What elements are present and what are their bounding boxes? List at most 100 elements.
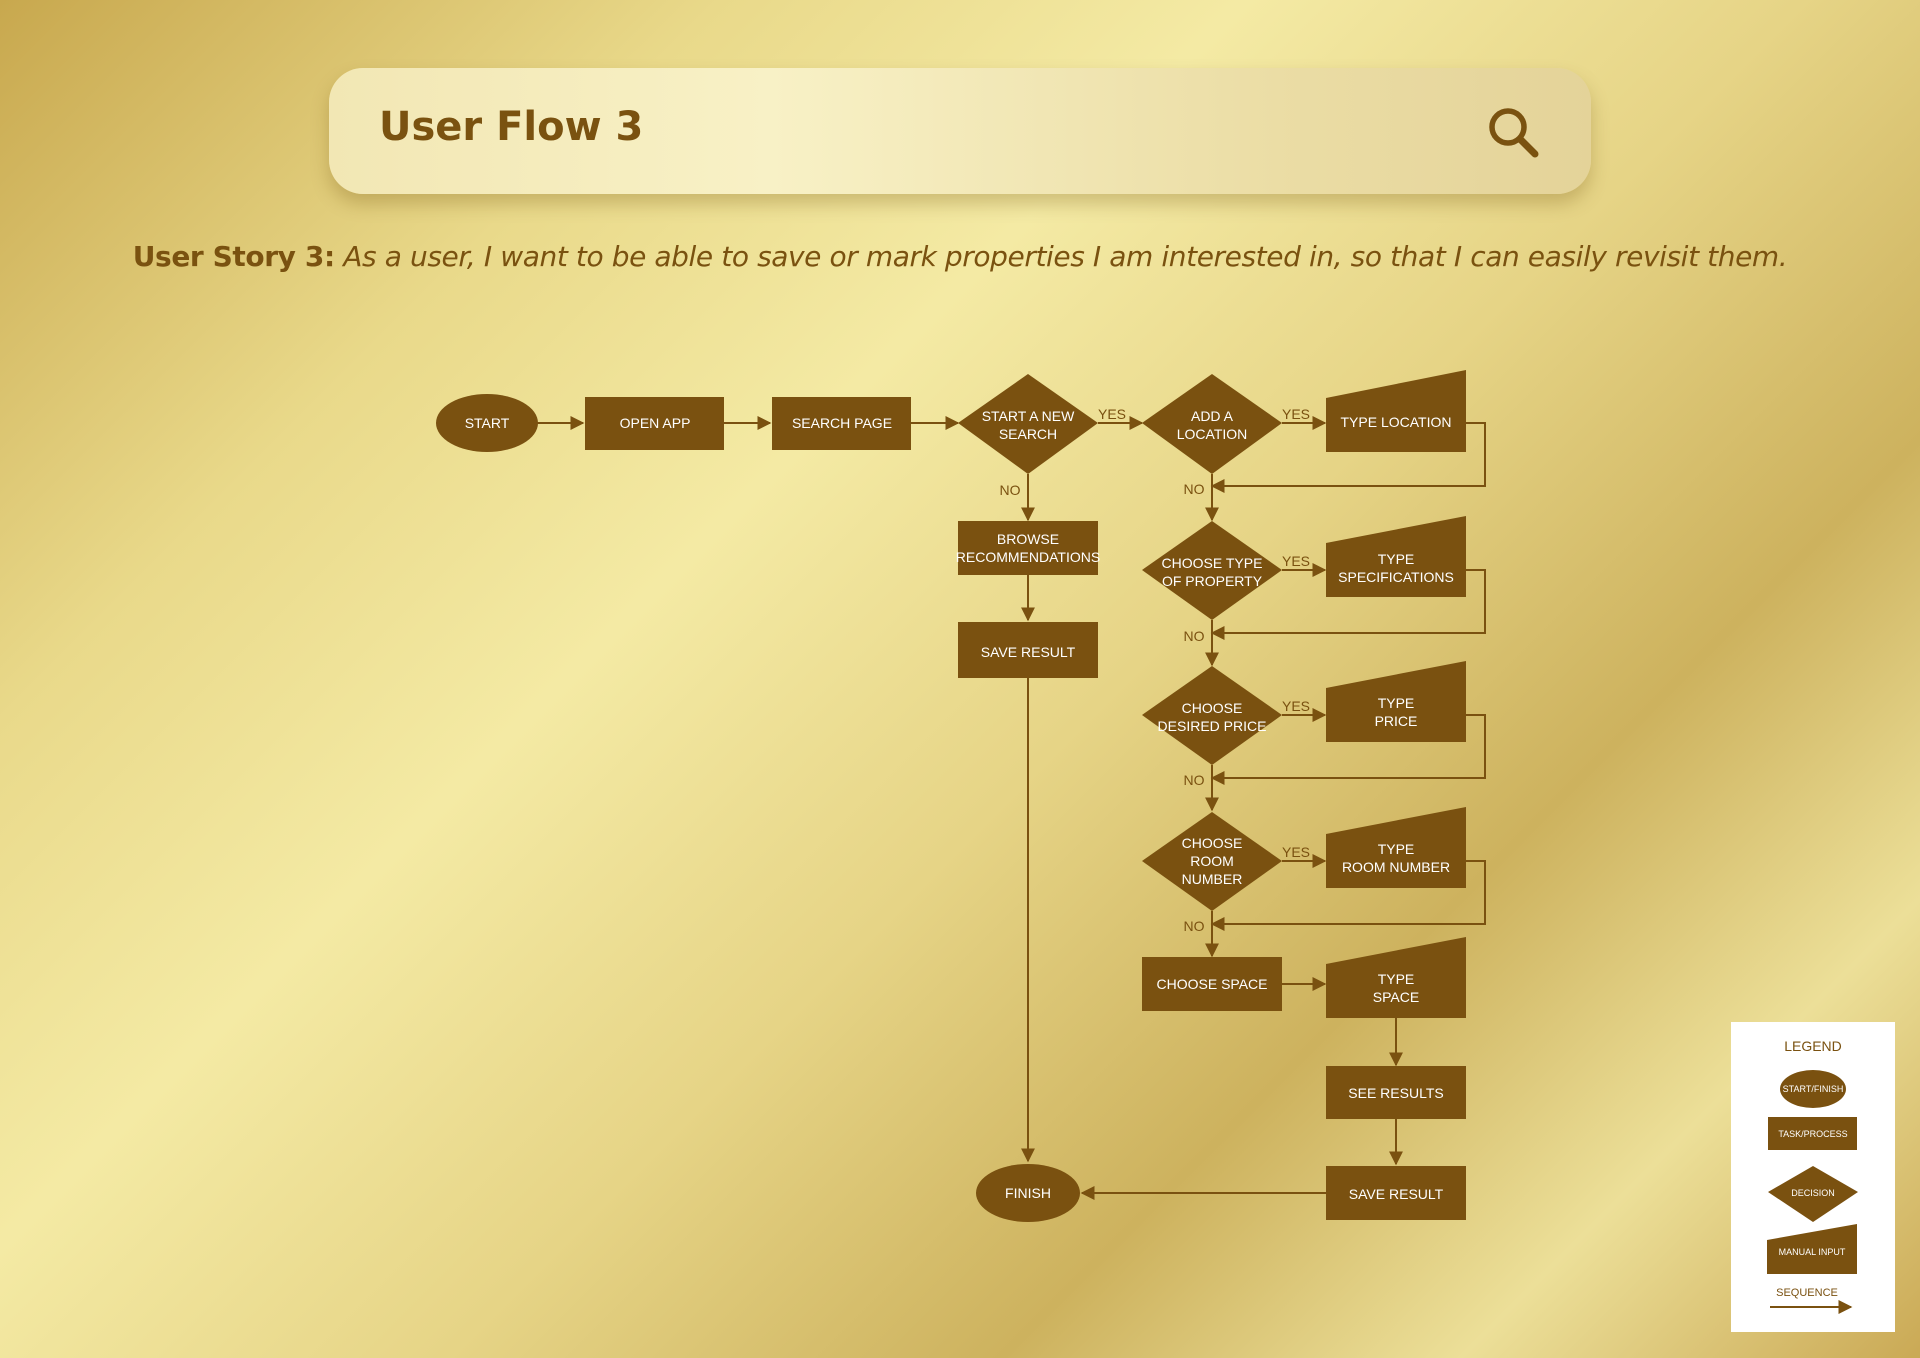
- node-label-line: SEARCH: [999, 426, 1057, 442]
- node-label-line: RECOMMENDATIONS: [956, 549, 1100, 565]
- label-no: NO: [1184, 772, 1205, 788]
- node-label-line: ADD A: [1191, 408, 1234, 424]
- label-no: NO: [1000, 482, 1021, 498]
- label-yes: YES: [1282, 553, 1310, 569]
- node-label-line: CHOOSE: [1182, 700, 1243, 716]
- node-finish: FINISH: [976, 1164, 1080, 1222]
- edge-type-price-return: [1210, 714, 1486, 785]
- label-yes: YES: [1282, 844, 1310, 860]
- label-no: NO: [1184, 481, 1205, 497]
- node-label-line: START: [465, 415, 510, 431]
- legend-task-process-label: TASK/PROCESS: [1778, 1129, 1847, 1139]
- search-bar[interactable]: User Flow 3: [329, 68, 1591, 194]
- legend-start-finish: START/FINISH: [1780, 1070, 1846, 1108]
- page-title: User Flow 3: [379, 104, 644, 150]
- node-label-line: SAVE RESULT: [1349, 1186, 1444, 1202]
- node-save-result-left-label: SAVE RESULT: [981, 644, 1076, 660]
- node-search-page: SEARCH PAGE: [772, 397, 911, 450]
- node-type-specifications-input: TYPE SPECIFICATIONS: [1326, 516, 1466, 597]
- node-label-line: OPEN APP: [620, 415, 691, 431]
- node-label-line: PRICE: [1375, 713, 1418, 729]
- edge-type-location-return: [1210, 422, 1486, 493]
- node-choose-room-decision: CHOOSE ROOM NUMBER: [1142, 812, 1282, 911]
- node-add-location-decision: ADD A LOCATION: [1142, 374, 1282, 474]
- node-label-line: NUMBER: [1182, 871, 1243, 887]
- node-label-line: TYPE: [1378, 841, 1415, 857]
- node-search-page-label: SEARCH PAGE: [792, 415, 892, 431]
- user-story-text: As a user, I want to be able to save or …: [343, 240, 1788, 273]
- label-yes: YES: [1282, 698, 1310, 714]
- node-label-line: SEARCH PAGE: [792, 415, 892, 431]
- label-yes: YES: [1282, 406, 1310, 422]
- node-choose-type-decision: CHOOSE TYPE OF PROPERTY: [1142, 521, 1282, 620]
- node-see-results: SEE RESULTS: [1326, 1066, 1466, 1119]
- label-no: NO: [1184, 918, 1205, 934]
- node-label-line: CHOOSE: [1182, 835, 1243, 851]
- node-label-line: SEE RESULTS: [1348, 1085, 1443, 1101]
- legend-manual-input-label: MANUAL INPUT: [1779, 1247, 1846, 1257]
- edge-labels: YES YES YES YES YES NO NO NO NO NO: [1000, 406, 1311, 934]
- legend: LEGEND START/FINISH TASK/PROCESS DECISIO…: [1731, 1022, 1895, 1332]
- node-label-line: TYPE: [1378, 551, 1415, 567]
- node-label-line: SPACE: [1373, 989, 1419, 1005]
- legend-decision-label: DECISION: [1791, 1188, 1835, 1198]
- user-story-label: User Story 3:: [132, 240, 335, 273]
- node-label-line: OF PROPERTY: [1162, 573, 1263, 589]
- legend-decision: DECISION: [1768, 1166, 1858, 1222]
- node-choose-space-label: CHOOSE SPACE: [1157, 976, 1268, 992]
- node-label-line: ROOM: [1190, 853, 1234, 869]
- node-type-price-input: TYPE PRICE: [1326, 661, 1466, 742]
- node-label-line: DESIRED PRICE: [1158, 718, 1267, 734]
- legend-start-finish-label: START/FINISH: [1783, 1084, 1844, 1094]
- node-choose-type-label: CHOOSE TYPE OF PROPERTY: [1162, 555, 1263, 589]
- node-type-specs-label: TYPE SPECIFICATIONS: [1338, 551, 1454, 585]
- node-finish-label: FINISH: [1005, 1185, 1051, 1201]
- node-open-app-label: OPEN APP: [620, 415, 691, 431]
- node-type-location-label: TYPE LOCATION: [1341, 414, 1452, 430]
- node-choose-space: CHOOSE SPACE: [1142, 957, 1282, 1011]
- node-label-line: CHOOSE SPACE: [1157, 976, 1268, 992]
- legend-task-process: TASK/PROCESS: [1768, 1117, 1857, 1150]
- node-add-location-label: ADD A LOCATION: [1177, 408, 1248, 442]
- node-save-result-right: SAVE RESULT: [1326, 1166, 1466, 1220]
- user-story: User Story 3: As a user, I want to be ab…: [0, 240, 1920, 273]
- legend-manual-input: MANUAL INPUT: [1767, 1224, 1857, 1274]
- nodes: START OPEN APP SEARCH PAGE START A NEW SE…: [436, 370, 1466, 1222]
- node-label-line: SPECIFICATIONS: [1338, 569, 1454, 585]
- node-label-line: BROWSE: [997, 531, 1059, 547]
- node-label-line: FINISH: [1005, 1185, 1051, 1201]
- node-label-line: START A NEW: [982, 408, 1075, 424]
- node-type-space-label: TYPE SPACE: [1373, 971, 1419, 1005]
- label-no: NO: [1184, 628, 1205, 644]
- node-label-line: SAVE RESULT: [981, 644, 1076, 660]
- edge-type-specs-return: [1210, 569, 1486, 640]
- node-label-line: CHOOSE TYPE: [1162, 555, 1263, 571]
- node-label-line: LOCATION: [1177, 426, 1248, 442]
- legend-sequence: SEQUENCE: [1770, 1287, 1853, 1314]
- node-open-app: OPEN APP: [585, 397, 724, 450]
- node-save-result-left: SAVE RESULT: [958, 622, 1098, 678]
- node-type-location-input: TYPE LOCATION: [1326, 370, 1466, 452]
- node-type-space-input: TYPE SPACE: [1326, 937, 1466, 1018]
- node-new-search-decision: START A NEW SEARCH: [958, 374, 1098, 474]
- legend-sequence-label: SEQUENCE: [1776, 1287, 1838, 1299]
- node-label-line: TYPE LOCATION: [1341, 414, 1452, 430]
- node-choose-price-label: CHOOSE DESIRED PRICE: [1158, 700, 1267, 734]
- legend-title: LEGEND: [1784, 1038, 1842, 1054]
- node-start-label: START: [465, 415, 510, 431]
- node-choose-room-label: CHOOSE ROOM NUMBER: [1182, 835, 1243, 887]
- node-start: START: [436, 394, 538, 452]
- node-label-line: TYPE: [1378, 695, 1415, 711]
- search-icon[interactable]: [1485, 104, 1541, 160]
- node-label-line: TYPE: [1378, 971, 1415, 987]
- edge-type-room-return: [1210, 860, 1486, 931]
- connectors: [537, 416, 1486, 1200]
- node-type-price-label: TYPE PRICE: [1375, 695, 1418, 729]
- legend-graphic: LEGEND START/FINISH TASK/PROCESS DECISIO…: [1767, 1038, 1858, 1314]
- node-see-results-label: SEE RESULTS: [1348, 1085, 1443, 1101]
- node-browse-label: BROWSE RECOMMENDATIONS: [956, 531, 1100, 565]
- node-choose-price-decision: CHOOSE DESIRED PRICE: [1142, 666, 1282, 765]
